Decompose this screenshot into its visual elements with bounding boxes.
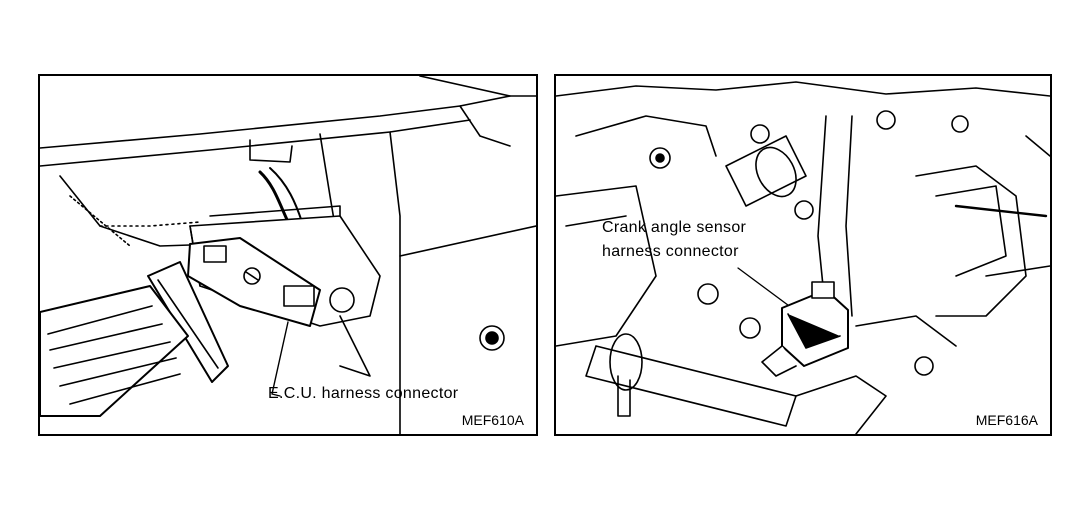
connector-screw-slot [245,271,259,281]
ecu-harness-connector-callout: E.C.U. harness connector [268,385,459,402]
engine-bolt-5 [794,200,814,220]
lower-hose [585,345,797,427]
bolt-cap-center [485,331,499,345]
wiring-harness [258,170,292,228]
engine-bolt-1-center [655,153,665,163]
right-strut [985,265,1050,277]
carpet-texture-2 [69,195,131,247]
connector-pin-block-1 [203,245,227,263]
upper-cylinder [725,135,807,207]
engine-bolt-6 [697,283,719,305]
right-edge [1025,135,1050,157]
crank-connector-latch [811,281,835,299]
lower-right-line [855,315,957,347]
engine-bolt-2 [750,124,770,144]
figure-code-left: MEF610A [461,412,524,428]
brake-pedal-rib-2 [49,323,163,351]
ecu-leader-line [271,321,289,397]
engine-top-edge [556,81,1050,97]
ecu-top [209,205,341,217]
engine-bolt-1 [649,147,671,169]
dashboard-top-line [419,76,536,97]
mount-bracket [249,139,293,163]
engine-block-upper [575,115,717,157]
kick-panel-line [399,225,536,257]
brake-pedal-rib-1 [47,305,153,335]
right-housing [915,165,1027,317]
hose-clamp [609,333,643,391]
brake-pedal-rib-3 [53,341,171,369]
right-rod [954,204,1048,218]
retaining-bolt [329,287,355,313]
bolt-cap [479,325,505,351]
connector-screw [243,267,261,285]
lower-bracket [795,375,887,434]
brake-pedal-rib-4 [59,357,177,387]
clamp-bolt [617,375,631,417]
connector-pin-block-2 [283,285,315,307]
vertical-pipe-right [845,115,853,317]
crank-connector-shadow [787,313,841,349]
crank-angle-sensor-callout-line1: Crank angle sensor [602,219,747,236]
engine-bolt-3 [876,110,896,130]
ecu-connector [187,237,321,327]
carpet-texture [99,221,201,227]
wiring-harness-2 [269,167,303,223]
brake-pedal-rib-5 [69,373,181,405]
kick-panel-edge [389,131,401,434]
engine-bolt-7 [739,317,761,339]
ecu-illustration [40,76,536,434]
pedal-rib [157,279,219,369]
left-cover [556,185,657,347]
dashboard-trim [459,105,511,147]
engine-illustration [556,81,1050,434]
engine-bolt-4 [951,115,969,133]
engine-bolt-8 [914,356,934,376]
brake-pedal [40,285,189,417]
right-housing-inner [935,185,1007,277]
figure-ecu-harness-connector: E.C.U. harness connector MEF610A [38,74,538,436]
left-cover-rib [565,215,627,227]
figure-crank-angle-sensor-connector: Crank angle sensor harness connector MEF… [554,74,1052,436]
figure-code-right: MEF616A [975,412,1038,428]
crank-connector-plug [761,345,797,377]
upper-cylinder-end [755,146,797,198]
dashboard-edge-line [40,95,511,149]
mount-strap [339,315,371,377]
dashboard-lower-line [40,119,471,167]
crank-angle-sensor-callout-line2: harness connector [602,243,739,260]
